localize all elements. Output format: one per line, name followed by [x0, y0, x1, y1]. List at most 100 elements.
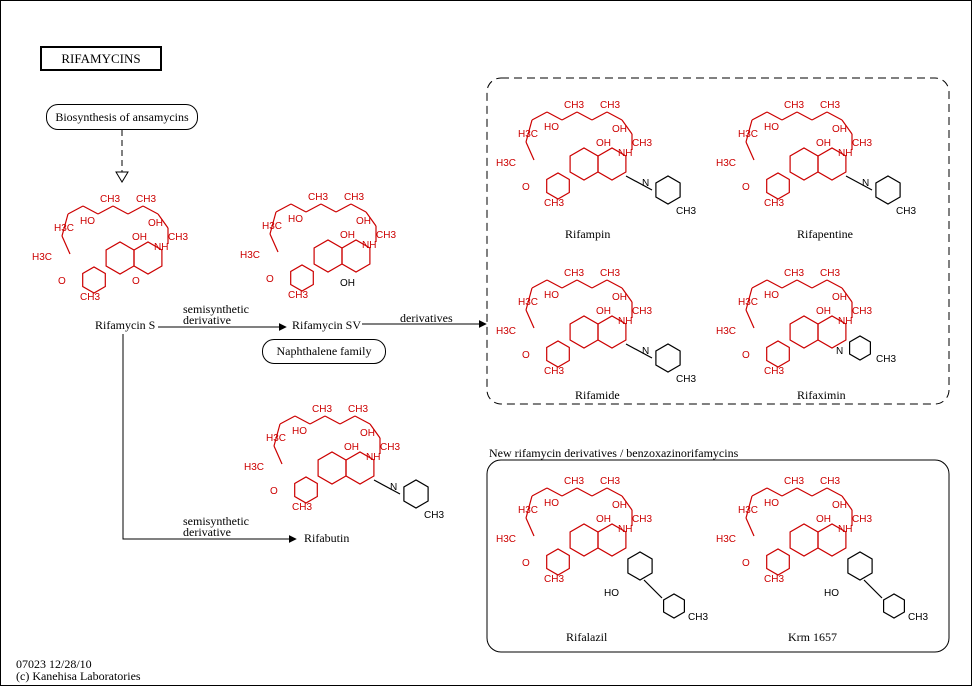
atom-label: HO — [80, 216, 95, 227]
ansa-bond — [127, 205, 144, 215]
compound-label-rifamide[interactable]: Rifamide — [575, 388, 620, 402]
atom-label: H3C — [716, 158, 736, 169]
copyright: (c) Kanehisa Laboratories — [16, 669, 141, 683]
atom-label: OH — [832, 292, 847, 303]
arrow-label-line: semisynthetic — [183, 302, 249, 316]
atom-label: O — [266, 274, 274, 285]
ring — [569, 315, 599, 349]
atom-label: H3C — [32, 252, 52, 263]
ansa-bond — [273, 445, 283, 465]
substituent-bond — [625, 343, 653, 359]
atom-label: CH3 — [764, 198, 784, 209]
atom-label: H3C — [54, 223, 74, 234]
atom-label: CH3 — [80, 292, 100, 303]
ansa-bond — [546, 279, 563, 289]
atom-label: O — [522, 182, 530, 193]
ansa-bond — [841, 495, 853, 511]
compound-label-krm1657[interactable]: Krm 1657 — [788, 630, 837, 644]
atom-label: CH3 — [544, 198, 564, 209]
atom-label: NH — [838, 316, 852, 327]
ansa-bond — [324, 415, 341, 425]
compound-label-rifapentine[interactable]: Rifapentine — [797, 227, 853, 241]
compound-label-rifampin[interactable]: Rifampin — [565, 227, 611, 241]
compound-label-rifamycin-s[interactable]: Rifamycin S — [95, 318, 156, 332]
ansa-bond — [621, 495, 633, 511]
atom-label: OH — [816, 514, 831, 525]
ansa-bond — [309, 415, 326, 425]
compound-label-rifamycin-sv[interactable]: Rifamycin SV — [292, 318, 361, 332]
naphthalene-family-link[interactable]: Naphthalene family — [262, 339, 386, 364]
atom-label: CH3 — [764, 366, 784, 377]
ansa-bond — [745, 287, 753, 311]
atom-label: O — [522, 350, 530, 361]
biosynthesis-ansamycins-link[interactable]: Biosynthesis of ansamycins — [46, 104, 198, 130]
arrow-label-line: derivative — [183, 525, 231, 539]
ansa-bond — [745, 309, 755, 329]
ansa-bond — [841, 287, 853, 303]
ansa-bond — [142, 205, 159, 215]
atom-label: O — [58, 276, 66, 287]
atom-label: N — [642, 346, 649, 357]
derivatives-group-box — [486, 77, 950, 405]
ansa-bond — [97, 205, 114, 215]
ring — [313, 239, 343, 273]
atom-label: CH3 — [908, 612, 928, 623]
compound-label-rifaximin[interactable]: Rifaximin — [797, 388, 846, 402]
compound-label-rifabutin[interactable]: Rifabutin — [304, 531, 350, 545]
ansa-bond — [796, 487, 813, 497]
ansa-bond — [294, 415, 311, 425]
map-id: 07023 12/28/10 — [16, 657, 92, 671]
ansa-bond — [796, 111, 813, 121]
ansa-bond — [766, 279, 783, 289]
ansa-bond — [61, 235, 71, 255]
atom-label: CH3 — [308, 192, 328, 203]
ansa-bond — [745, 119, 753, 143]
atom-label: OH — [816, 306, 831, 317]
ring — [789, 523, 819, 557]
atom-label: H3C — [738, 505, 758, 516]
atom-label: CH3 — [312, 404, 332, 415]
atom-label: NH — [838, 524, 852, 535]
atom-label: H3C — [266, 433, 286, 444]
atom-label: O — [742, 182, 750, 193]
atom-label: CH3 — [600, 100, 620, 111]
ansa-bond — [751, 279, 768, 289]
atom-label: HO — [544, 122, 559, 133]
ansa-bond — [751, 111, 768, 121]
atom-label: OH — [832, 124, 847, 135]
ring — [817, 315, 847, 349]
arrow-s-to-rifabutin — [122, 334, 297, 543]
ansa-bond — [525, 309, 535, 329]
group-label-new-derivatives: New rifamycin derivatives / benzoxazinor… — [489, 446, 739, 460]
substituent-ring — [847, 551, 873, 581]
atom-label: CH3 — [676, 374, 696, 385]
ansa-bond — [546, 111, 563, 121]
atom-label: NH — [366, 452, 380, 463]
atom-label: HO — [544, 290, 559, 301]
ansa-bond — [279, 415, 296, 425]
ansa-bond — [335, 203, 352, 213]
ansa-bond — [273, 423, 281, 447]
ansa-bond — [350, 203, 367, 213]
ansa-bond — [781, 111, 798, 121]
arrow-label-derivatives: derivatives — [400, 311, 453, 325]
substituent-bond — [373, 479, 401, 495]
ansa-bond — [606, 111, 623, 121]
atom-label: CH3 — [632, 514, 652, 525]
atom-label: CH3 — [852, 306, 872, 317]
arrow-label-semisynthetic-top: semisynthetic derivative — [183, 302, 249, 326]
atom-label: CH3 — [784, 476, 804, 487]
atom-label: CH3 — [784, 100, 804, 111]
arrow-label-line: semisynthetic — [183, 514, 249, 528]
atom-label: H3C — [518, 297, 538, 308]
compound-label-rifalazil[interactable]: Rifalazil — [566, 630, 608, 644]
